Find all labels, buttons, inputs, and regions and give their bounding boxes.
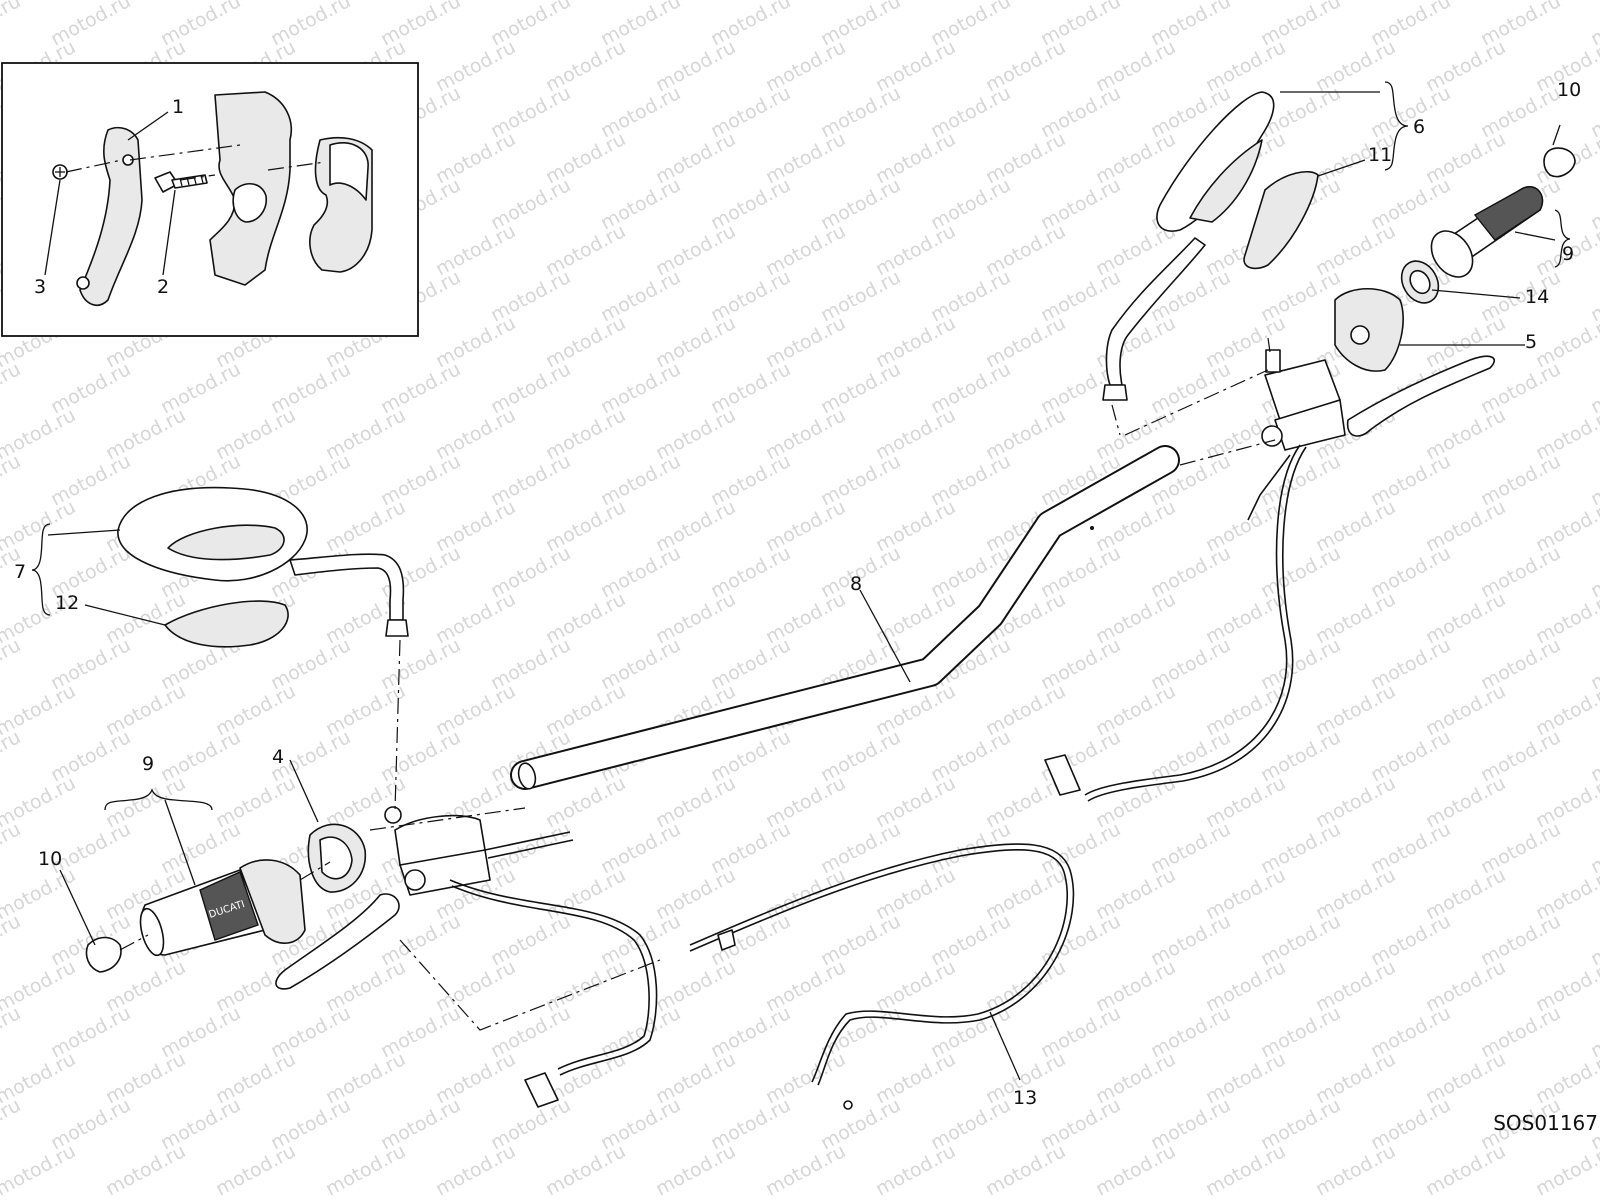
watermark-text: motod.ru	[102, 1140, 189, 1200]
callout-3: 3	[34, 276, 46, 298]
watermark-text: motod.ru	[1532, 1140, 1600, 1200]
part-5-right-switch	[1334, 288, 1404, 372]
watermark-text: motod.ru	[212, 1140, 299, 1200]
left-mirror-nut	[385, 619, 409, 637]
part-1-guard-bracket	[79, 126, 143, 306]
callout-12: 12	[55, 592, 79, 614]
watermark-text: motod.ru	[0, 0, 24, 50]
brace-9-right	[1554, 209, 1571, 268]
callout-5: 5	[1525, 331, 1537, 353]
left-mirror-indicator	[167, 524, 285, 561]
brace-9-left	[104, 788, 213, 811]
brace-6	[1384, 81, 1409, 171]
callout-13: 13	[1013, 1087, 1037, 1109]
part-12-indicator-lens	[164, 600, 289, 648]
callout-7: 7	[14, 561, 26, 583]
watermark-text: motod.ru	[1092, 1140, 1179, 1200]
part-11-indicator-lens	[1243, 171, 1319, 270]
watermark-text: motod.ru	[0, 1094, 24, 1154]
throttle-housing	[239, 859, 306, 944]
right-brake-lever	[1346, 355, 1495, 437]
watermark-text: motod.ru	[0, 910, 24, 970]
grip-flange	[1430, 230, 1474, 278]
callout-2: 2	[157, 276, 169, 298]
watermark-text: motod.ru	[652, 1140, 739, 1200]
watermark-text: motod.ru	[872, 1140, 959, 1200]
watermark-text: motod.ru	[0, 450, 24, 510]
watermark-text: motod.ru	[0, 818, 24, 878]
watermark-text: motod.ru	[0, 634, 24, 694]
callout-6: 6	[1413, 116, 1425, 138]
cable-ferrule	[717, 929, 736, 951]
watermark-text: motod.ru	[432, 1140, 519, 1200]
watermark-text: motod.ru	[322, 1140, 409, 1200]
part-10-left-bar-end	[85, 936, 122, 973]
watermark-text: motod.ru	[1422, 1140, 1509, 1200]
right-mirror-shell	[1156, 91, 1275, 232]
handlebar-end-left	[517, 762, 537, 790]
right-harness-connector	[1044, 754, 1081, 796]
part-10-right-bar-end	[1543, 147, 1576, 178]
bracket-hole-lower	[76, 276, 90, 290]
callout-11: 11	[1368, 144, 1392, 166]
callout-1: 1	[172, 96, 184, 118]
watermark-text: motod.ru	[0, 726, 24, 786]
callout-10-right: 10	[1557, 79, 1581, 101]
callout-10-left: 10	[38, 848, 62, 870]
part-13-cable	[689, 843, 1075, 1086]
watermark-text: motod.ru	[1312, 1140, 1399, 1200]
left-grip-rubber	[199, 871, 259, 941]
watermark-text: motod.ru	[982, 1140, 1069, 1200]
left-switch-harness	[449, 879, 658, 1076]
watermark-text: motod.ru	[542, 1140, 629, 1200]
callout-9-right: 9	[1562, 243, 1574, 265]
left-harness-connector	[524, 1072, 559, 1108]
grip-rubber	[1473, 186, 1544, 241]
watermark-text: motod.ru	[0, 1140, 79, 1200]
watermark-text: motod.ru	[0, 1002, 24, 1062]
callout-14: 14	[1525, 286, 1549, 308]
watermark-text: motod.ru	[1202, 1140, 1289, 1200]
right-mirror-indicator	[1189, 139, 1263, 223]
drawing-code: SOS01167	[1493, 1111, 1598, 1135]
watermark-text: motod.ru	[762, 1140, 849, 1200]
callout-8: 8	[850, 573, 862, 595]
brace-7	[31, 523, 51, 616]
left-clutch-lever	[275, 893, 400, 990]
callout-9-left: 9	[142, 753, 154, 775]
watermark-text: motod.ru	[0, 358, 24, 418]
callout-4: 4	[272, 746, 284, 768]
right-mirror-nut	[1102, 384, 1128, 401]
part-8-handlebar	[512, 447, 1178, 788]
right-switch-harness	[1084, 444, 1301, 796]
